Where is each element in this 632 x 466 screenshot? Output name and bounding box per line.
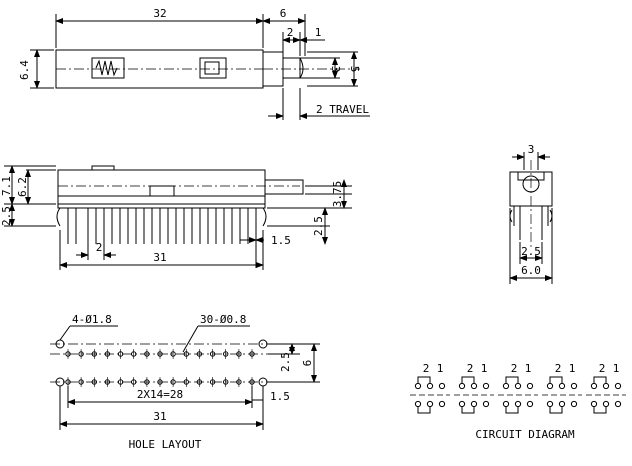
dim-1-stem: 1: [315, 26, 322, 39]
switch-unit: [454, 376, 494, 414]
contact-terminal: [426, 382, 434, 390]
top-view: [30, 14, 370, 120]
contact-terminal: [458, 382, 466, 390]
switch-unit: [498, 376, 538, 414]
internal-spring: [91, 57, 227, 79]
hole-layout-caption: HOLE LAYOUT: [129, 438, 202, 451]
contact-bridge: [505, 376, 519, 383]
contact-terminal: [458, 400, 466, 408]
contact-terminal: [502, 382, 510, 390]
terminal-pins: [67, 208, 257, 244]
hole-layout: [50, 325, 320, 430]
contact-terminal: [470, 382, 478, 390]
position-label: 1: [525, 362, 532, 375]
switch-unit: [542, 376, 582, 414]
contact-bridge: [417, 376, 431, 383]
dim-pitch: 2X14=28: [137, 388, 183, 401]
contact-bridge: [461, 407, 475, 414]
contact-terminal: [470, 400, 478, 408]
contact-bridge: [549, 407, 563, 414]
dim-2-side: 2: [96, 241, 103, 254]
dim-6-2: 6.2: [16, 177, 29, 197]
contact-terminal: [438, 382, 446, 390]
contact-terminal: [590, 400, 598, 408]
contact-terminal: [526, 400, 534, 408]
end-view: [509, 152, 553, 284]
dim-2-5-left: 2.5: [0, 206, 13, 226]
contact-terminal: [514, 382, 522, 390]
position-label: 2: [555, 362, 562, 375]
dim-2-5-end: 2.5: [521, 245, 541, 258]
mount-hole: [258, 339, 268, 349]
contact-terminal: [570, 400, 578, 408]
contact-terminal: [570, 382, 578, 390]
contact-terminal: [558, 382, 566, 390]
contact-terminal: [546, 400, 554, 408]
position-label: 1: [481, 362, 488, 375]
side-actuator: [264, 179, 304, 195]
contact-terminal: [438, 400, 446, 408]
circuit-diagram-caption: CIRCUIT DIAGRAM: [475, 428, 575, 441]
contact-terminal: [482, 382, 490, 390]
contact-terminal: [602, 382, 610, 390]
contact-bridge: [549, 376, 563, 383]
position-label: 2: [599, 362, 606, 375]
contact-terminal: [514, 400, 522, 408]
contact-terminal: [614, 382, 622, 390]
contact-bridge: [593, 376, 607, 383]
dim-1-5-side: 1.5: [271, 234, 291, 247]
contact-terminal: [426, 400, 434, 408]
contact-terminal: [502, 400, 510, 408]
travel-label: 2 TRAVEL: [316, 103, 369, 116]
contact-bridge: [593, 407, 607, 414]
position-label: 1: [437, 362, 444, 375]
contact-terminal: [526, 382, 534, 390]
contact-bridge: [461, 376, 475, 383]
dim-2-5-holes: 2.5: [279, 352, 292, 372]
contact-bridge: [505, 407, 519, 414]
dim-2-5-right: 2.5: [312, 216, 325, 236]
dim-31-side: 31: [153, 251, 166, 264]
dim-1-5-holes: 1.5: [270, 390, 290, 403]
dim-6-stem: 6: [280, 7, 287, 20]
position-label: 1: [569, 362, 576, 375]
contact-terminal: [590, 382, 598, 390]
pin-hole-label: 30-Ø0.8: [200, 313, 246, 326]
dim-3-end: 3: [528, 143, 535, 156]
contact-terminal: [546, 382, 554, 390]
dim-6-0-end: 6.0: [521, 264, 541, 277]
position-label: 2: [423, 362, 430, 375]
dim-2-stem: 2: [287, 26, 294, 39]
dim-6-holes: 6: [301, 360, 314, 367]
contact-bridge: [417, 407, 431, 414]
contact-terminal: [558, 400, 566, 408]
contact-terminal: [414, 382, 422, 390]
contact-terminal: [602, 400, 610, 408]
dim-31-holes: 31: [153, 410, 166, 423]
contact-terminal: [614, 400, 622, 408]
position-label: 1: [613, 362, 620, 375]
contact-terminal: [482, 400, 490, 408]
pin-holes: [65, 349, 255, 387]
switch-unit: [410, 376, 450, 414]
switch-unit: [586, 376, 626, 414]
side-view: [4, 165, 352, 270]
dim-5-stem: 5: [348, 66, 361, 73]
position-label: 2: [511, 362, 518, 375]
dim-3-75: 3.75: [331, 181, 344, 208]
mount-hole-label: 4-Ø1.8: [72, 313, 112, 326]
dim-32: 32: [153, 7, 166, 20]
dim-7-1: 7.1: [0, 176, 13, 196]
contact-terminal: [414, 400, 422, 408]
side-body-outline: [57, 169, 266, 205]
dim-6-4: 6.4: [18, 60, 31, 80]
dim-3-stem: 3: [329, 66, 342, 73]
position-label: 2: [467, 362, 474, 375]
